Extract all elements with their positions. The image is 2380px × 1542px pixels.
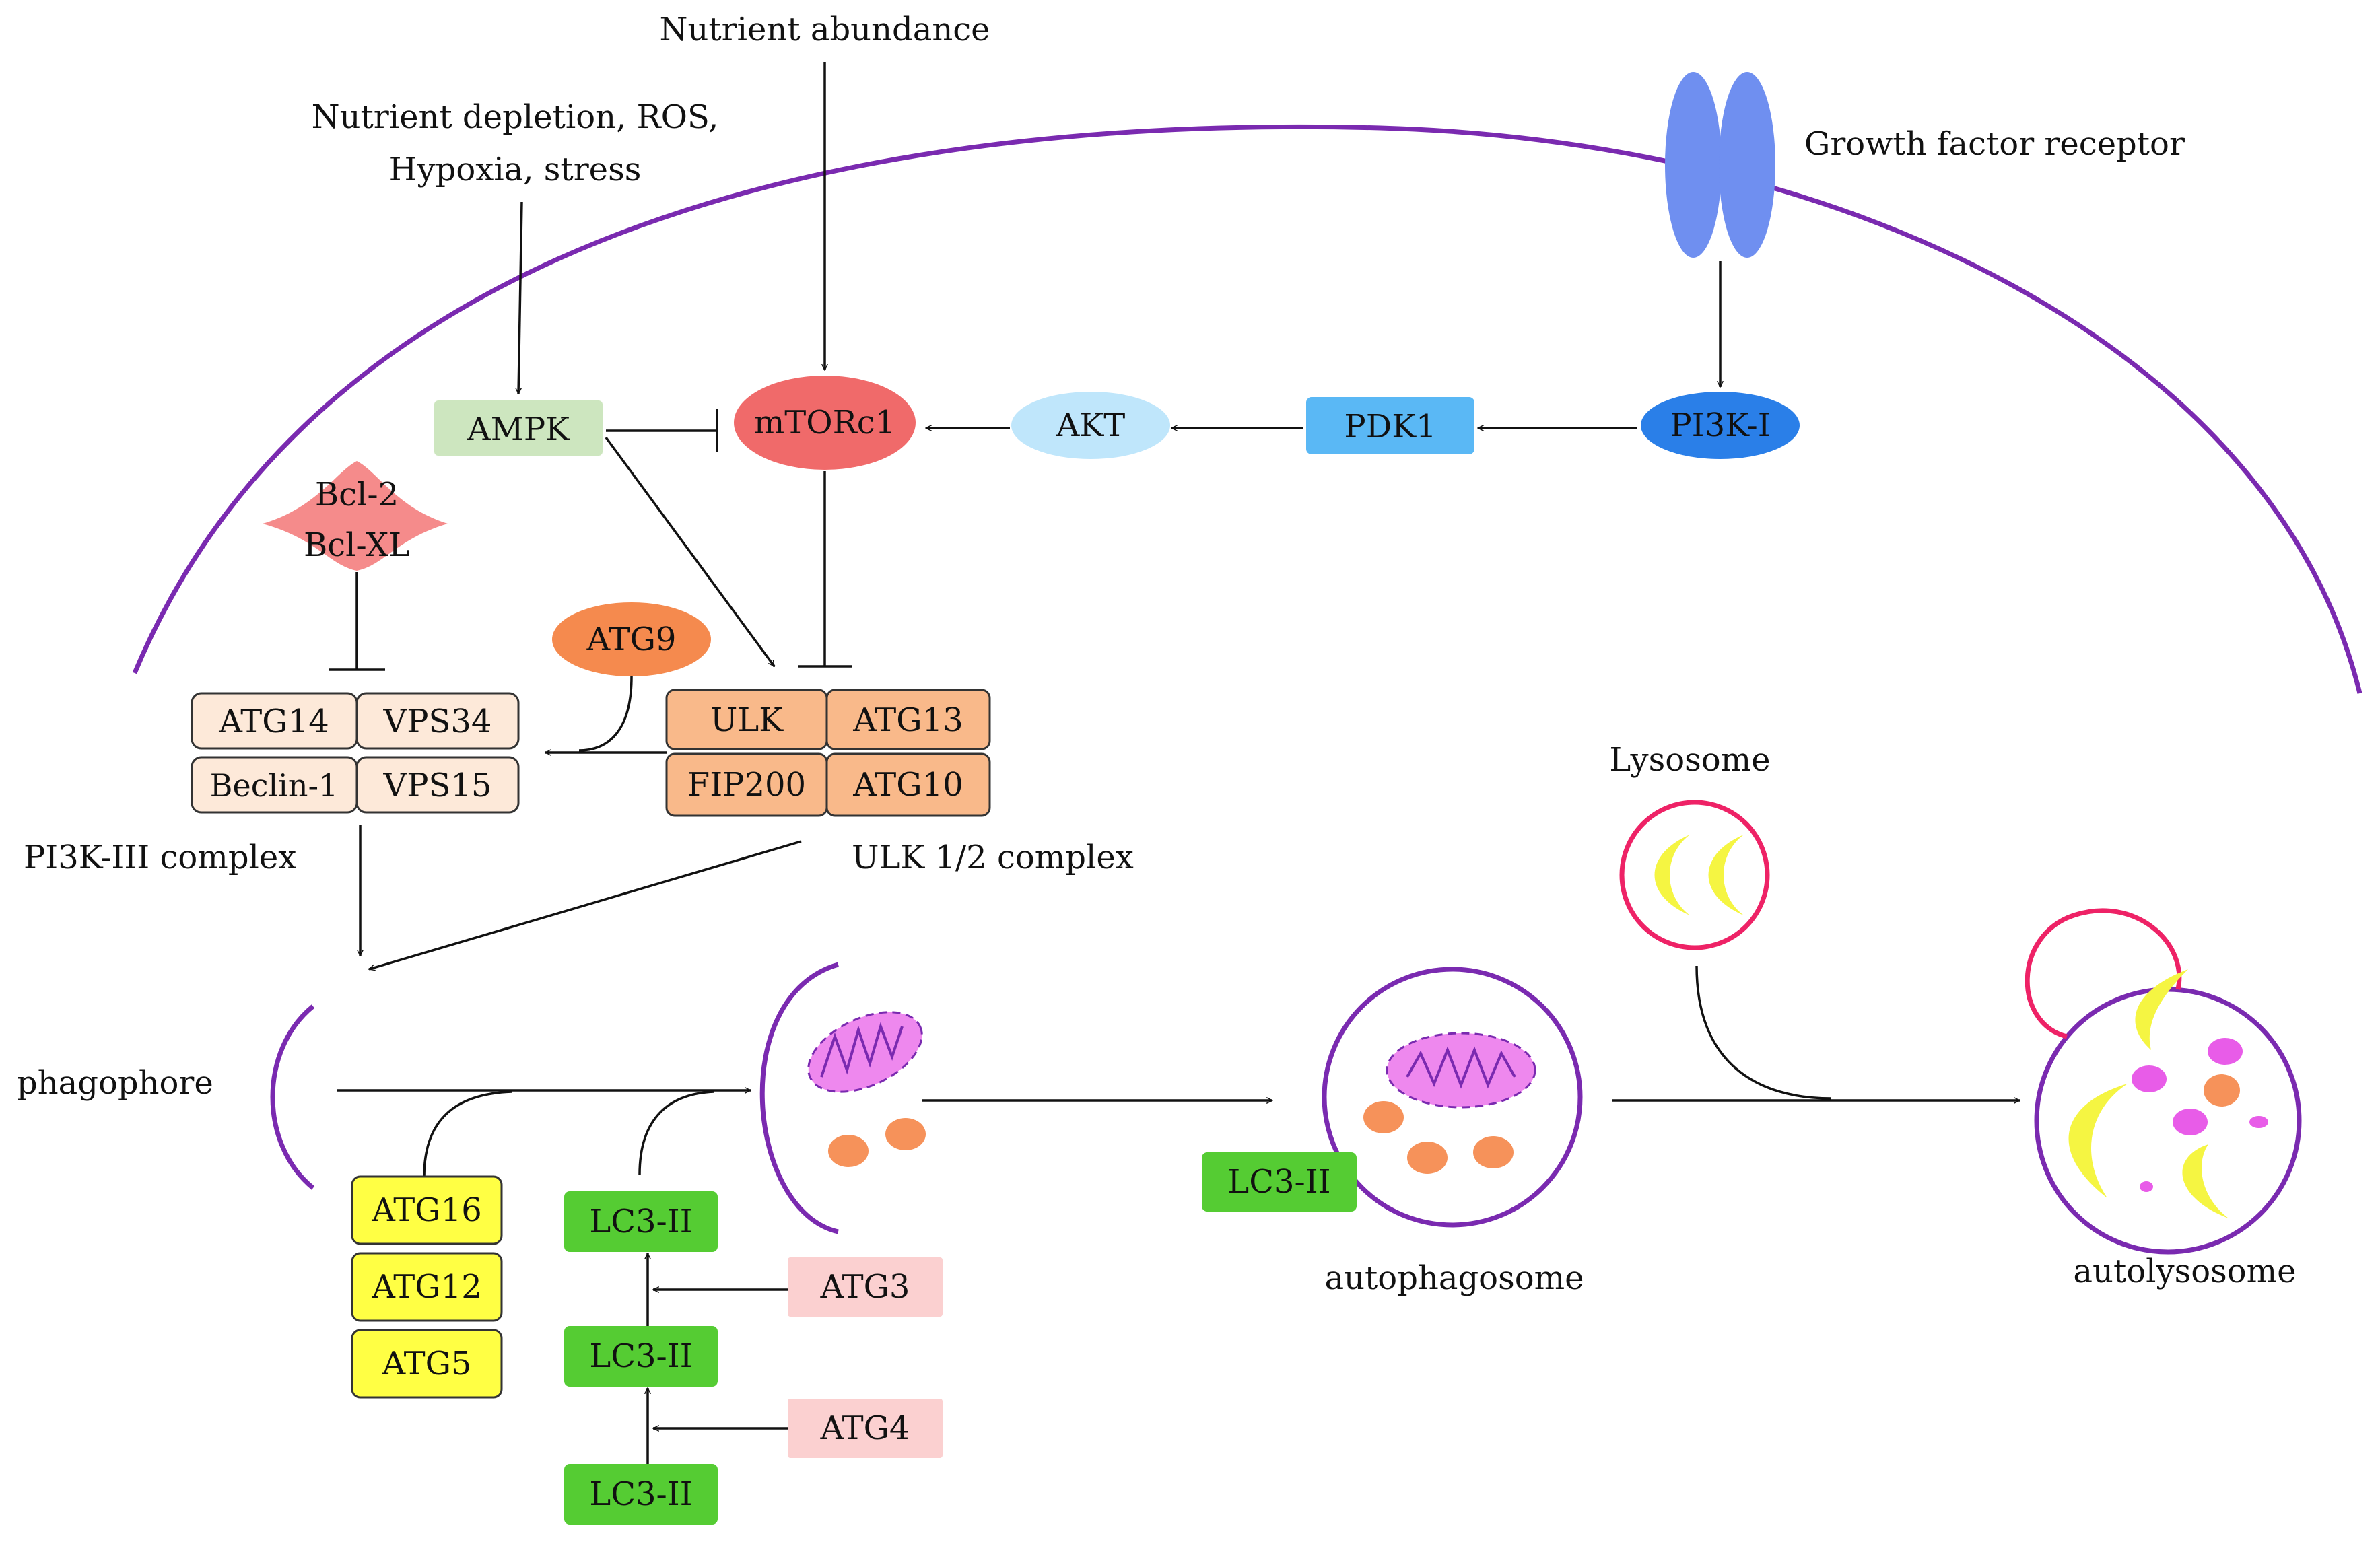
atg5-label: ATG5 — [382, 1345, 472, 1382]
ulk-complex-label: ULK 1/2 complex — [852, 839, 1134, 876]
growth-factor-receptor-label: Growth factor receptor — [1804, 125, 2185, 163]
mtorc1-label: mTORc1 — [754, 404, 895, 442]
lc3-mid-node — [564, 1326, 718, 1387]
lc3-autophagosome-label: LC3-II — [1227, 1163, 1330, 1201]
nutrient-depletion-label-line1: Nutrient depletion, ROS, — [312, 98, 719, 136]
lysosome-membrane — [1619, 800, 1770, 950]
arrow-ampk-to-ulk — [605, 436, 776, 666]
ulk-label: ULK — [710, 701, 784, 739]
vps34-cell — [355, 692, 520, 750]
mitochondrion-body — [1386, 1032, 1536, 1109]
autolysosome-content — [2135, 969, 2188, 1050]
mitochondrion-cristae — [820, 1022, 904, 1078]
pdk1-label: PDK1 — [1344, 408, 1436, 446]
vps34-label: VPS34 — [383, 703, 492, 740]
cargo-particle — [885, 1118, 926, 1150]
autophagosome-label: autophagosome — [1324, 1259, 1584, 1297]
atg12-label: ATG12 — [371, 1268, 481, 1306]
bcl2-label: Bcl-2 — [315, 476, 399, 514]
autolysosome-label: autolysosome — [2073, 1253, 2296, 1290]
atg10-cell — [825, 752, 991, 817]
bclxl-label: Bcl-XL — [304, 526, 410, 564]
cargo-particle — [1407, 1142, 1448, 1174]
lc3-autophagosome-node — [1202, 1152, 1357, 1212]
cell-membrane — [132, 124, 2362, 694]
vesicle-particle — [2173, 1109, 2208, 1135]
vps15-cell — [355, 756, 520, 814]
atg10-label: ATG10 — [852, 766, 963, 804]
lc3-bottom-node — [564, 1464, 718, 1525]
growth-factor-receptor-icon — [1665, 72, 1775, 258]
vesicle-particle — [2208, 1038, 2243, 1065]
autolysosome-lysosome-membrane — [2025, 908, 2182, 1039]
phagophore-membrane — [270, 1004, 315, 1190]
atg9-label: ATG9 — [586, 621, 677, 658]
pi3k1-label: PI3K-I — [1670, 407, 1770, 444]
ampk-node — [434, 400, 603, 456]
atg3-node — [788, 1257, 943, 1317]
akt-label: AKT — [1056, 407, 1126, 444]
elongating-phagophore-membrane — [759, 962, 839, 1234]
atg16-complex-join-line — [423, 1090, 512, 1177]
vesicle-particle — [2140, 1181, 2153, 1192]
mitochondrion-icon — [1386, 1032, 1536, 1109]
atg16-label: ATG16 — [371, 1191, 481, 1229]
lysosome-label: Lysosome — [1609, 741, 1770, 779]
ulk-complex: ULK ATG13 FIP200 ATG10 — [665, 689, 991, 817]
atg5-node — [351, 1329, 503, 1399]
lc3-mid-label: LC3-II — [589, 1337, 692, 1375]
lc3-top-label: LC3-II — [589, 1203, 692, 1240]
nutrient-depletion-label-line2: Hypoxia, stress — [389, 151, 642, 188]
cargo-particle — [1473, 1136, 1514, 1168]
lysosome-join-line — [1695, 965, 1832, 1100]
atg4-label: ATG4 — [820, 1409, 910, 1447]
receptor-right-lobe — [1719, 72, 1775, 258]
autolysosome-content — [2182, 1144, 2229, 1218]
atg13-label: ATG13 — [852, 701, 963, 739]
lysosome-content — [1654, 835, 1690, 915]
ampk-label: AMPK — [467, 411, 570, 448]
vesicle-particle — [2249, 1116, 2268, 1128]
atg9-node — [552, 602, 711, 676]
pi3k1-node — [1641, 392, 1800, 459]
lysosome-content — [1708, 835, 1744, 915]
phagophore-label: phagophore — [17, 1064, 213, 1102]
lc3-bottom-label: LC3-II — [589, 1475, 692, 1513]
fip200-label: FIP200 — [687, 766, 806, 804]
arrow-ulk-to-phagophore — [369, 840, 802, 969]
mtorc1-node — [734, 376, 916, 470]
akt-node — [1011, 392, 1170, 459]
cargo-particle — [828, 1135, 869, 1167]
atg3-label: ATG3 — [820, 1268, 910, 1306]
lc3-top-node — [564, 1191, 718, 1252]
pi3k3-complex-label: PI3K-III complex — [24, 839, 296, 876]
autophagosome-membrane — [1322, 967, 1583, 1228]
atg14-label: ATG14 — [218, 703, 329, 740]
vps15-label: VPS15 — [383, 767, 492, 804]
atg16-node — [351, 1175, 503, 1245]
mitochondrion-cristae — [1406, 1046, 1516, 1089]
arrow-depletion-to-ampk — [518, 201, 523, 394]
atg13-cell — [825, 689, 991, 750]
vesicle-particle — [2132, 1065, 2167, 1092]
cargo-particle — [1363, 1101, 1404, 1133]
atg9-join-line — [578, 676, 633, 752]
nutrient-abundance-label: Nutrient abundance — [659, 11, 990, 48]
atg4-node — [788, 1399, 943, 1458]
pdk1-node — [1306, 397, 1474, 454]
receptor-left-lobe — [1665, 72, 1722, 258]
bcl2-node — [263, 461, 448, 571]
cargo-particle — [2204, 1074, 2240, 1107]
beclin1-label: Beclin-1 — [210, 767, 339, 804]
autolysosome-content — [2068, 1084, 2128, 1198]
pi3k3-complex: ATG14 VPS34 Beclin-1 VPS15 — [191, 692, 520, 814]
mitochondrion-icon — [807, 1011, 923, 1093]
atg12-node — [351, 1252, 503, 1322]
lc3-join-line — [638, 1090, 714, 1175]
